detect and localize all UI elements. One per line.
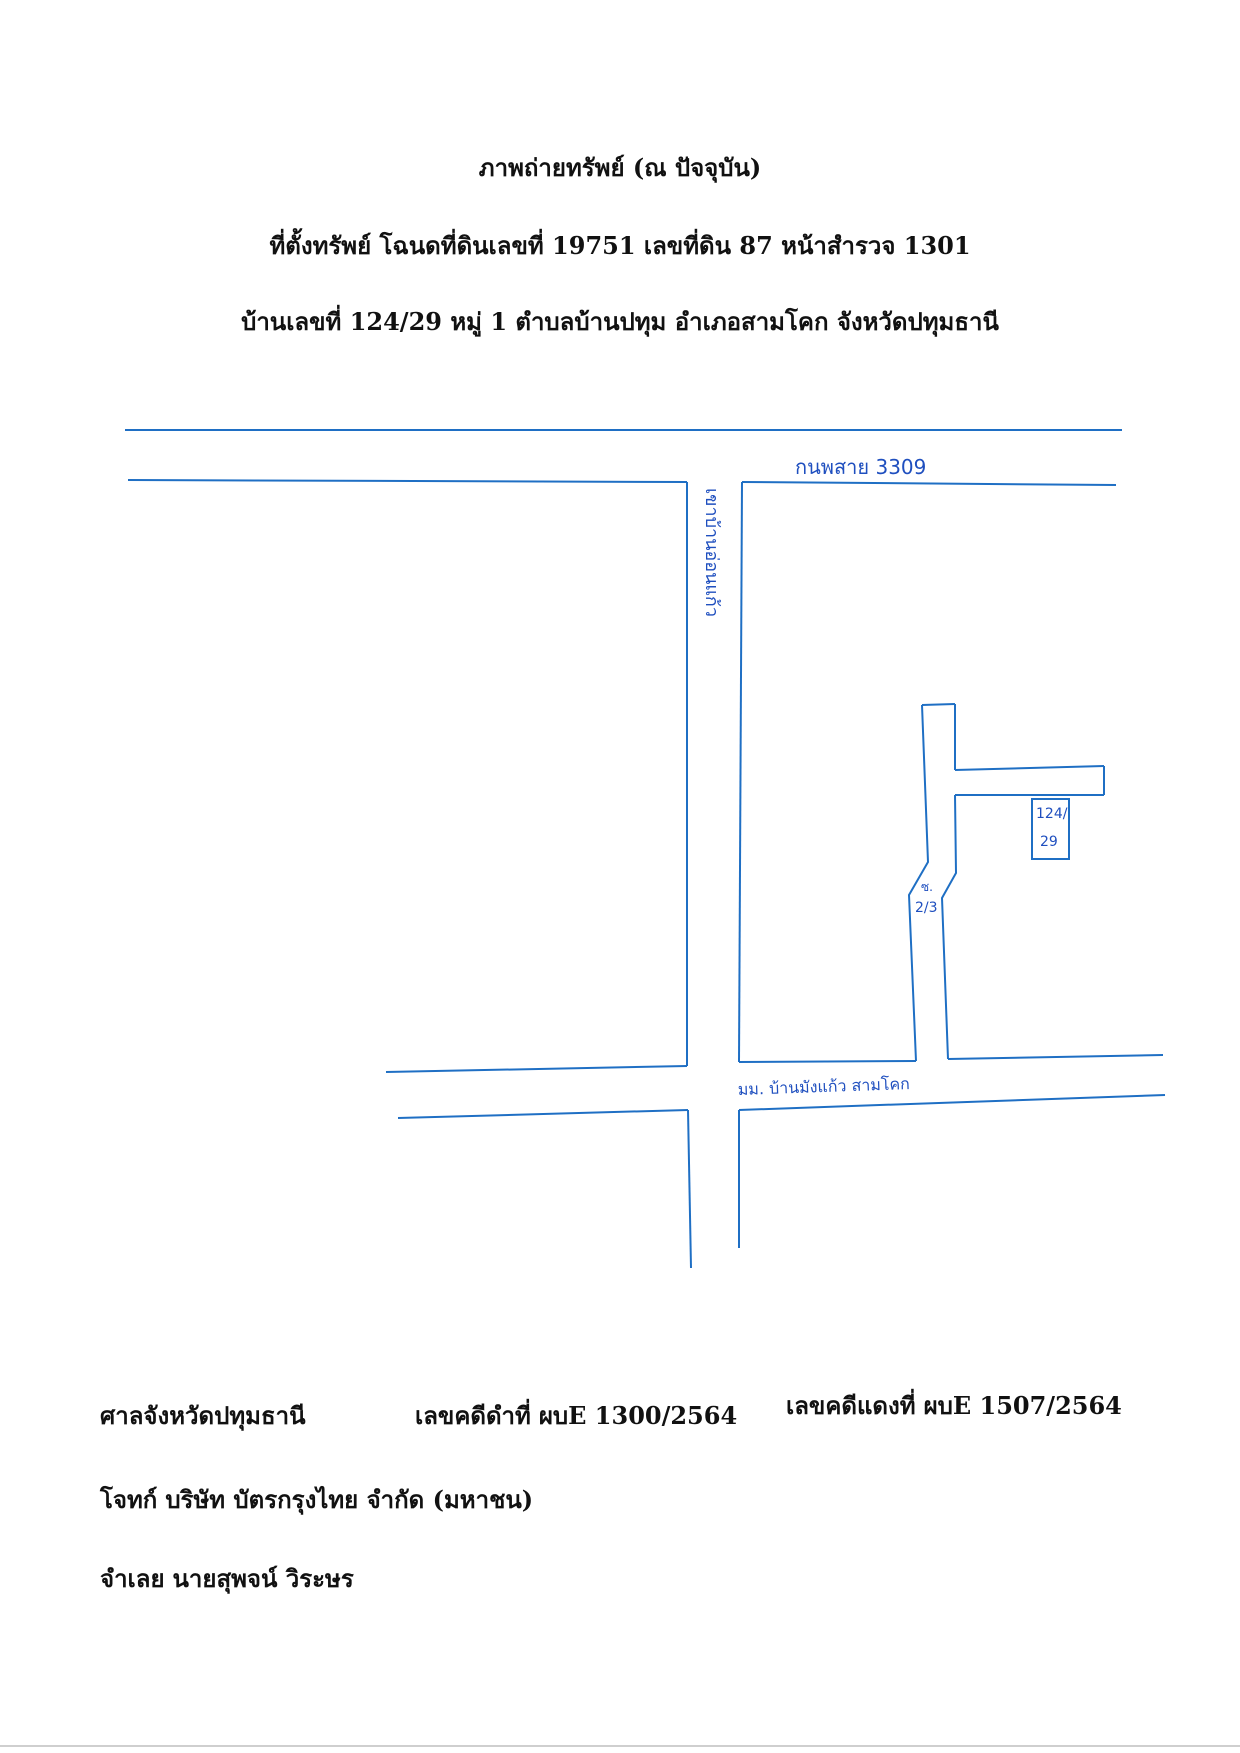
top-road-label: กนพสาย 3309 xyxy=(795,455,926,479)
soi-right-edge xyxy=(940,794,958,1060)
black-case-number: เลขคดีดำที่ผบE 1300/2564 xyxy=(415,1396,737,1435)
property-address-line: บ้านเลขที่ 124/29 หมู่ 1 ตำบลบ้านปทุม อำ… xyxy=(241,307,999,336)
plaintiff-value: บริษัท บัตรกรุงไทย จำกัด (มหาชน) xyxy=(165,1485,534,1514)
soi-label-top: ซ. xyxy=(921,880,933,894)
court-name: ศาลจังหวัดปทุมธานี xyxy=(100,1401,306,1430)
branch-upper-edge xyxy=(954,765,1105,771)
property-location-line: ที่ตั้งทรัพย์ โฉนดที่ดินเลขที่ 19751 เลข… xyxy=(269,231,971,260)
soi-top-cap xyxy=(921,703,956,706)
house-number-bottom: 29 xyxy=(1040,834,1058,850)
soi-left-edge xyxy=(907,704,930,1062)
page-title: ภาพถ่ายทรัพย์ (ณ ปัจจุบัน) xyxy=(478,153,762,182)
vertical-road-left-edge-lower xyxy=(687,1109,692,1269)
red-case-number: เลขคดีแดงที่ผบE 1507/2564 xyxy=(786,1386,1122,1425)
soi-label-bottom: 2/3 xyxy=(915,900,938,916)
house-plot xyxy=(1031,798,1070,860)
top-road-lower-edge-left xyxy=(127,479,688,483)
bottom-road-upper-edge-left xyxy=(385,1065,688,1073)
bottom-road-upper-edge-far-right xyxy=(947,1054,1164,1060)
black-case-value: ผบE 1300/2564 xyxy=(538,1401,738,1430)
page-bottom-rule xyxy=(0,1745,1240,1747)
plaintiff-label: โจทก์ xyxy=(100,1485,158,1514)
defendant: จำเลยนายสุพจน์ วิระษร xyxy=(100,1559,354,1598)
plaintiff: โจทก์บริษัท บัตรกรุงไทย จำกัด (มหาชน) xyxy=(100,1480,533,1519)
black-case-label: เลขคดีดำที่ xyxy=(415,1401,531,1430)
vertical-road-label: เขาบ้านอ่อนแก้ว xyxy=(701,488,722,617)
vertical-road-right-edge xyxy=(738,481,743,1063)
red-case-label: เลขคดีแดงที่ xyxy=(786,1391,916,1420)
top-road-lower-edge-right xyxy=(741,481,1117,486)
bottom-road-upper-edge-right xyxy=(738,1060,917,1063)
defendant-label: จำเลย xyxy=(100,1564,165,1593)
defendant-value: นายสุพจน์ วิระษร xyxy=(172,1564,354,1593)
bottom-road-lower-edge-right xyxy=(738,1094,1166,1111)
bottom-road-lower-edge-left xyxy=(397,1109,689,1119)
red-case-value: ผบE 1507/2564 xyxy=(923,1391,1122,1420)
house-number-top: 124/ xyxy=(1036,806,1068,822)
bottom-road-label: มม. บ้านมังแก้ว สามโคก xyxy=(737,1074,910,1099)
